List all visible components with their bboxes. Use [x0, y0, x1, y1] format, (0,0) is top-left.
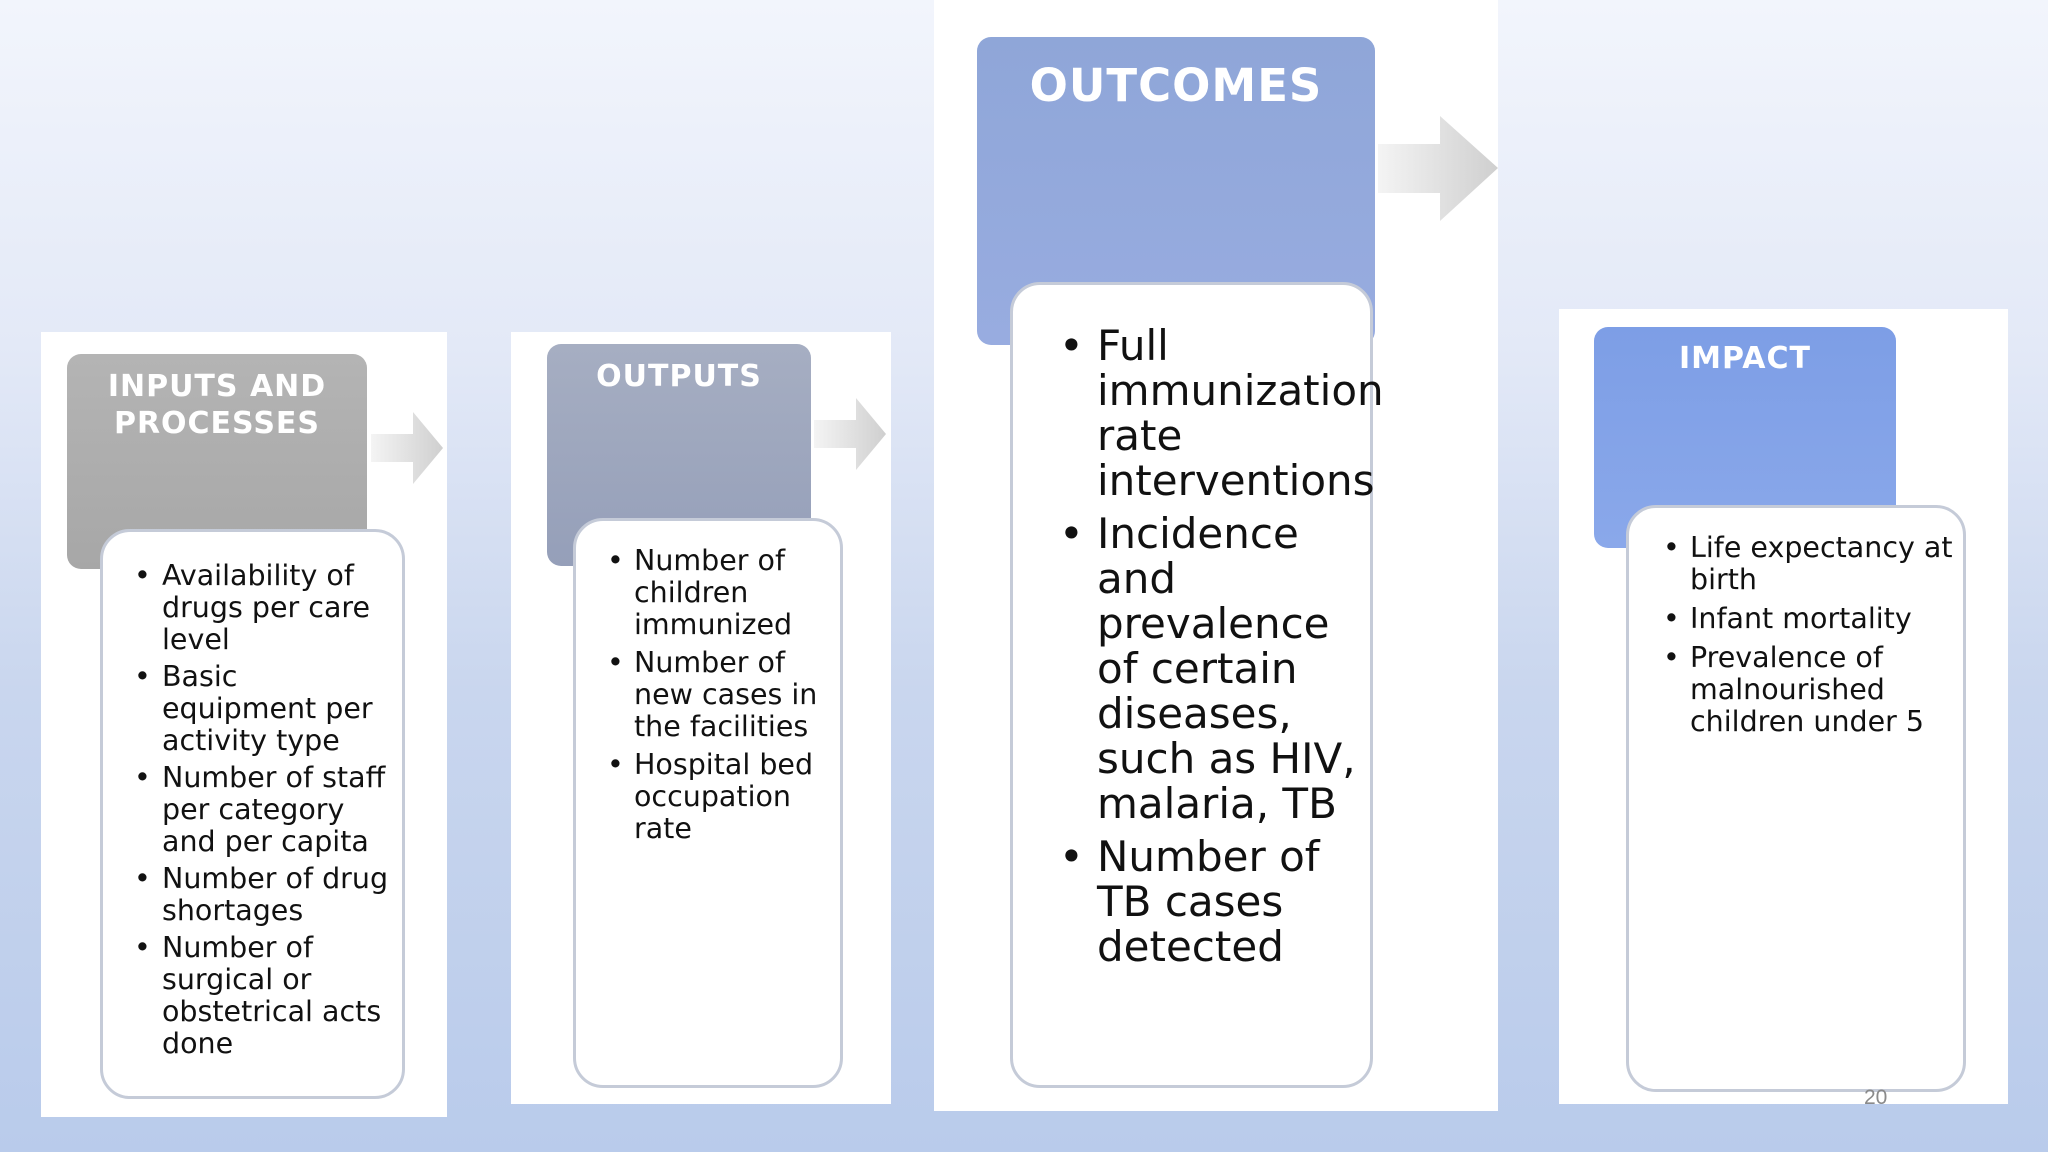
- list-item: Number of children immunized: [588, 545, 834, 641]
- list-item: Number of drug shortages: [115, 863, 392, 927]
- inputs-panel: INPUTS AND PROCESSES Availability of dru…: [41, 332, 447, 1117]
- arrow-right-icon: [1378, 116, 1498, 221]
- list-item: Life expectancy at birth: [1643, 532, 1955, 596]
- impact-panel: IMPACT Life expectancy at birth Infant m…: [1559, 309, 2008, 1104]
- list-item: Infant mortality: [1643, 603, 1955, 636]
- list-item: Availability of drugs per care level: [115, 560, 392, 656]
- arrow-right-icon: [814, 398, 886, 470]
- inputs-card: Availability of drugs per care level Bas…: [100, 529, 405, 1099]
- impact-list: Life expectancy at birth Infant mortalit…: [1643, 532, 1955, 738]
- list-item: Full immunization rate interventions: [1031, 323, 1384, 503]
- list-item: Basic equipment per activity type: [115, 661, 392, 757]
- outputs-list: Number of children immunized Number of n…: [588, 545, 834, 845]
- list-item: Number of TB cases detected: [1031, 834, 1362, 969]
- inputs-list: Availability of drugs per care level Bas…: [115, 560, 392, 1060]
- outputs-panel: OUTPUTS Number of children immunized Num…: [511, 332, 891, 1104]
- outcomes-panel: OUTCOMES Full immunization rate interven…: [934, 0, 1498, 1111]
- outcomes-list: Full immunization rate interventions Inc…: [1031, 323, 1384, 969]
- list-item: Incidence and prevalence of certain dise…: [1031, 511, 1362, 826]
- list-item: Number of surgical or obstetrical acts d…: [115, 932, 392, 1060]
- arrow-right-icon: [371, 412, 443, 484]
- list-item: Number of new cases in the facilities: [588, 647, 834, 743]
- outcomes-card: Full immunization rate interventions Inc…: [1010, 282, 1384, 1088]
- impact-card: Life expectancy at birth Infant mortalit…: [1626, 505, 1966, 1092]
- list-item: Number of staff per category and per cap…: [115, 762, 392, 858]
- list-item: Prevalence of malnourished children unde…: [1643, 642, 1955, 738]
- page-number: 20: [1864, 1086, 1888, 1109]
- list-item: Hospital bed occupation rate: [588, 749, 834, 845]
- outputs-card: Number of children immunized Number of n…: [573, 518, 843, 1088]
